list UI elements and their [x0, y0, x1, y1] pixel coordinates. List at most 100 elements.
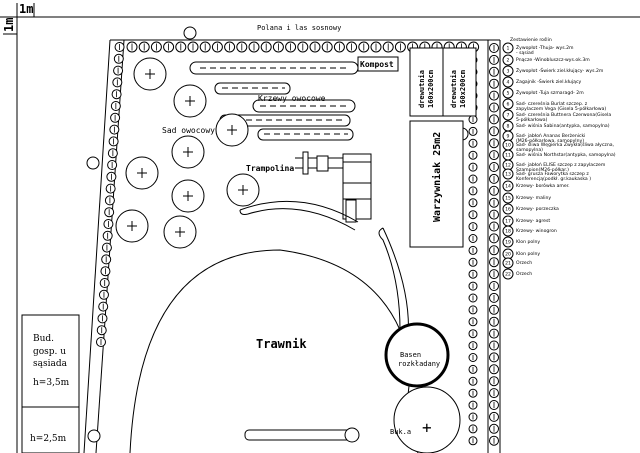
hedge-plant — [489, 114, 499, 125]
building-label-line2: gosp. u — [33, 347, 66, 357]
legend-item-text: Krzewy- maliny — [516, 195, 551, 201]
hedge-plant — [272, 41, 284, 53]
hedge-plant — [489, 316, 499, 327]
compost-label: Kompost — [360, 60, 394, 69]
hedge-plant — [489, 138, 499, 149]
legend-item-number: 14 — [505, 184, 511, 190]
beech-tree — [393, 386, 461, 453]
bottom-right-label: Buk.a — [390, 428, 411, 436]
hedge-plant — [468, 364, 478, 374]
beech-plus: + — [422, 418, 432, 437]
hedge-plant — [468, 162, 478, 172]
orchard-tree — [171, 179, 205, 213]
hedge-plant — [468, 138, 478, 148]
hedge-plant — [468, 305, 478, 315]
hedge-plant — [108, 136, 119, 147]
hedge-plant — [187, 41, 199, 53]
hedge-plant — [489, 78, 499, 89]
hedge-plant — [285, 41, 297, 53]
hedge-plant — [126, 41, 138, 53]
hedge-plant — [468, 388, 478, 398]
orchard-tree — [125, 156, 159, 190]
hedge-plant — [489, 257, 499, 268]
plant-marker — [87, 429, 101, 443]
hedge-plant — [110, 112, 121, 123]
hedge-plant — [468, 174, 478, 184]
hedge-plant — [199, 41, 211, 53]
hedge-plant — [95, 337, 106, 347]
hedge-plant — [468, 436, 478, 446]
hedge-plant — [98, 289, 109, 300]
hedge-plant — [109, 124, 120, 135]
hedge-plant — [102, 230, 113, 241]
hedge-plant — [101, 254, 112, 265]
hedge-plant — [105, 183, 116, 194]
woodshed-1-label: drewutnia160x200cm — [418, 70, 435, 108]
hedge-plant — [106, 171, 117, 182]
orchard-trees — [115, 57, 260, 249]
hedge-plant — [114, 42, 125, 52]
hedge-plant — [99, 278, 110, 288]
orchard-tree — [171, 135, 205, 169]
legend-item-number: 22 — [505, 272, 511, 278]
hedge-plant — [468, 210, 478, 220]
legend-item-text-line2: - sąsiad — [516, 50, 534, 56]
hedge-plant — [321, 41, 333, 53]
legend-item-text-line2: (M26-półkarłowa, samopylny) — [516, 137, 584, 144]
legend-item-text: Sad- czereśnia Burlat szczep. z — [516, 100, 588, 107]
hedge-plant — [468, 245, 478, 255]
hedge-plant — [175, 41, 187, 53]
legend-item-number: 13 — [505, 172, 511, 178]
hedge-plant — [489, 292, 499, 303]
hedge-plant — [468, 222, 478, 232]
orchard-tree — [173, 84, 207, 118]
hedge-plant — [489, 162, 499, 172]
hedge-plant — [468, 424, 478, 434]
hedge-plant — [489, 281, 499, 291]
hedge-plant — [489, 150, 499, 161]
hedge-plant — [468, 400, 478, 410]
hedge-plant — [489, 328, 499, 339]
hedge-plant — [346, 41, 358, 53]
legend-item-text-line2: Szampion(M26-półkar.) — [516, 166, 569, 173]
hedge-plant — [489, 197, 499, 208]
hedge-plant — [489, 376, 499, 387]
plant-marker — [86, 156, 100, 170]
building-label-line1: Bud. — [33, 334, 54, 344]
legend-item-text: Sad- śliwa Węgierka Zwykła(śliwa ałyczna… — [516, 141, 615, 148]
legend-item-text-line2: 5-półkarłowa) — [516, 116, 548, 123]
legend-item-number: 6 — [507, 102, 510, 108]
hedge-plant — [489, 185, 499, 196]
pool — [384, 322, 450, 388]
legend-item-text: Orzech — [516, 271, 532, 277]
legend-item-text: Zagajnik -Świerk ziel.kłujący — [516, 78, 581, 85]
hedge-plant — [394, 41, 406, 53]
legend-item-text-line2: samopylna) — [516, 147, 543, 153]
legend-item-number: 21 — [505, 261, 511, 267]
compost-box — [357, 56, 399, 72]
orchard-tree — [215, 113, 249, 147]
legend-item-text: Sad- wiśnia Sabina(antypka, samopylna) — [516, 122, 610, 129]
hedge-plant — [111, 89, 122, 100]
hedge-plant — [489, 435, 499, 446]
legend-item-text: Pnącze -Winobluszcz-wys.ok.3m — [516, 57, 590, 63]
woodsheds: drewutnia160x200cm drewutnia160x200cm — [409, 47, 477, 117]
hedge-plant — [468, 257, 478, 267]
hedge-plant — [163, 41, 175, 53]
hedge-plant — [103, 219, 114, 229]
